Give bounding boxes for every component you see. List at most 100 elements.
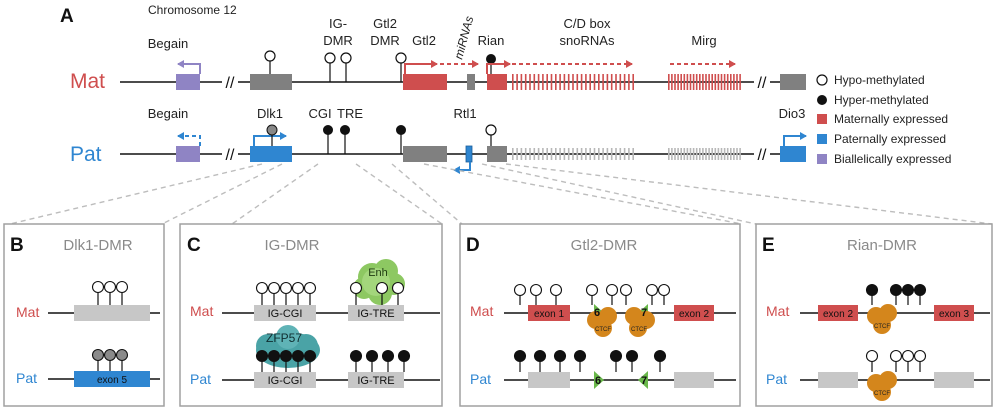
- panel-d-mat-site7-label: 7: [641, 307, 647, 319]
- label-mirg: Mirg: [691, 33, 716, 48]
- hypo-lollipop: [349, 281, 363, 295]
- panel-c-pat: Pat: [190, 371, 211, 387]
- snorna-stripe: [563, 148, 566, 160]
- panel-e-title: Rian-DMR: [847, 237, 917, 254]
- mat-break-gap-2: [754, 76, 770, 88]
- snorna-stripe: [705, 74, 707, 90]
- snorna-stripe: [512, 148, 514, 160]
- label-begain-pat: Begain: [148, 106, 188, 121]
- ctcf-mat-2-label: CTCF: [631, 327, 647, 333]
- snorna-stripe: [615, 74, 617, 90]
- snorna-stripe: [623, 74, 626, 90]
- snorna-stripe: [702, 148, 704, 160]
- snorna-stripe: [686, 148, 689, 160]
- pat-dlk1-arrow: [253, 132, 287, 146]
- pat-tre-lollipop: [340, 125, 350, 135]
- hyper-lollipop: [553, 349, 567, 363]
- label-tre: TRE: [337, 106, 363, 121]
- snorna-stripe: [683, 148, 686, 160]
- hyper-lollipop: [865, 283, 879, 297]
- hypo-lollipop: [91, 280, 105, 294]
- snorna-stripe: [593, 74, 596, 90]
- legend-open-circle-icon: [816, 74, 828, 86]
- mat-dio3-box: [780, 74, 806, 90]
- panel-a-letter: A: [60, 6, 74, 27]
- snorna-stripe: [671, 74, 673, 90]
- pat-break-gap-1: [222, 148, 238, 160]
- ctcf-e-mat-lobe-3: [873, 316, 891, 334]
- snorna-stripe: [692, 148, 695, 160]
- hypo-lollipop: [889, 349, 903, 363]
- mat-snorna-stripes: [512, 74, 741, 90]
- label-cdbox-2: snoRNAs: [560, 33, 615, 48]
- snorna-stripe: [714, 148, 717, 160]
- panel-c-mat-tre: [348, 305, 404, 321]
- snorna-stripe: [726, 74, 729, 90]
- snorna-stripe: [593, 148, 596, 160]
- zfp57-blob-lobe-3: [276, 325, 300, 349]
- guide-e-left: [481, 163, 757, 225]
- hypo-lollipop: [279, 281, 293, 295]
- pat-gtl2dmr-lollipop: [396, 125, 406, 135]
- hypo-lollipop: [605, 283, 619, 297]
- panel-e-mat-exon2-label: exon 2: [823, 309, 853, 320]
- panel-c-mat-lollipops: [255, 281, 405, 305]
- snorna-stripe: [619, 74, 622, 90]
- snorna-stripe: [726, 148, 729, 160]
- hyper-lollipop: [653, 349, 667, 363]
- snorna-stripe: [572, 148, 574, 160]
- panel-e-mat-exon3-label: exon 3: [939, 309, 969, 320]
- legend-paternal-swatch: [817, 134, 827, 144]
- panel-d-mat-exon2-label: exon 2: [679, 309, 709, 320]
- snorna-stripe: [720, 148, 723, 160]
- mat-break-1: //: [226, 75, 235, 92]
- snorna-stripe: [686, 74, 689, 90]
- snorna-stripe: [555, 148, 557, 160]
- snorna-stripe: [677, 74, 679, 90]
- label-begain-mat: Begain: [148, 36, 188, 51]
- mat-begain-box: [176, 74, 200, 90]
- mat-begain-arrow: [177, 60, 201, 74]
- panel-c-mat-cgi-label: IG-CGI: [268, 308, 303, 320]
- panel-c-letter: C: [187, 235, 201, 256]
- snorna-stripe: [730, 74, 732, 90]
- panel-b-mat-lollipops: [91, 280, 129, 305]
- mat-rian-arrow: [486, 60, 511, 74]
- snorna-stripe: [739, 74, 741, 90]
- snorna-stripe: [723, 74, 726, 90]
- snorna-stripe: [717, 148, 720, 160]
- snorna-stripe: [733, 74, 735, 90]
- ctcf-mat-2-lobe-3: [629, 319, 647, 337]
- label-gtl2-dmr-2: DMR: [370, 33, 400, 48]
- snorna-stripe: [680, 74, 682, 90]
- pat-snorna-stripes: [512, 148, 741, 160]
- legend-biallelic-swatch: [817, 154, 827, 164]
- pat-gtl2-box: [403, 146, 447, 162]
- mat-ig-lollipop-1: [324, 52, 336, 64]
- pat-rian-lollipop: [485, 124, 497, 136]
- snorna-stripe: [533, 74, 536, 90]
- mat-ig-lollipop-2: [340, 52, 352, 64]
- hypo-lollipop: [529, 283, 543, 297]
- panel-d-title: Gtl2-DMR: [571, 237, 638, 254]
- panel-d-mat: Mat: [470, 303, 493, 319]
- hypo-lollipop: [585, 283, 599, 297]
- guide-c-right: [355, 163, 443, 225]
- snorna-stripe: [572, 74, 574, 90]
- snorna-stripe: [542, 74, 544, 90]
- snorna-stripe: [628, 148, 630, 160]
- hyper-lollipop: [913, 283, 927, 297]
- mat-break-2: //: [758, 75, 767, 92]
- snorna-stripe: [674, 74, 676, 90]
- pat-dlk1-box: [250, 146, 292, 162]
- panel-b-pat-exon: [74, 371, 150, 387]
- panel-c-pat-tre: [348, 372, 404, 388]
- hyper-lollipop: [381, 349, 395, 363]
- zfp57-label: ZFP57: [266, 331, 302, 345]
- snorna-stripe: [683, 74, 686, 90]
- panel-e-mat-exon2: [818, 305, 858, 321]
- panel-e-pat-exon2: [818, 372, 858, 388]
- snorna-stripe: [736, 148, 738, 160]
- mat-dlk1-box: [250, 74, 292, 90]
